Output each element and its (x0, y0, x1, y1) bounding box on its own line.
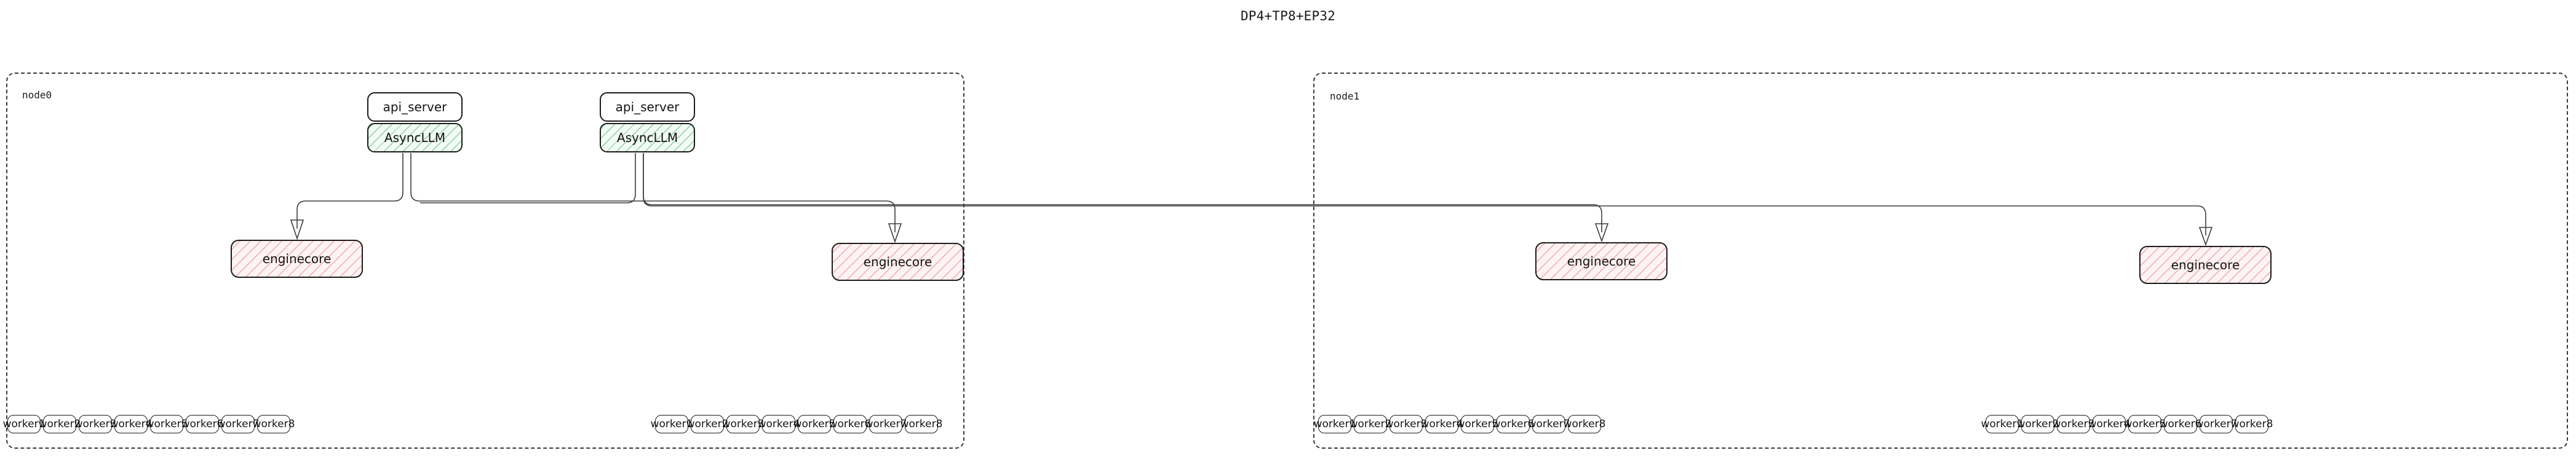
worker-label: worker2 (2016, 418, 2059, 430)
node-panel-node1 (1313, 73, 2568, 449)
worker-box[interactable]: worker1 (3, 415, 45, 433)
worker-label: worker1 (650, 418, 693, 430)
worker-label: worker8 (2230, 418, 2273, 430)
worker-box[interactable]: worker2 (39, 415, 81, 433)
worker-label: worker1 (2, 418, 46, 430)
worker-label: worker4 (109, 418, 153, 430)
worker-label: worker5 (1456, 418, 1499, 430)
api-server-box[interactable]: api_server (600, 92, 695, 122)
worker-box[interactable]: worker6 (1492, 415, 1534, 433)
worker-box[interactable]: worker3 (74, 415, 116, 433)
worker-label: worker8 (900, 418, 943, 430)
worker-label: worker2 (38, 418, 81, 430)
worker-label: worker3 (74, 418, 117, 430)
worker-box[interactable]: worker2 (2017, 415, 2059, 433)
worker-box[interactable]: worker4 (2088, 415, 2130, 433)
worker-label: worker1 (1981, 418, 2024, 430)
api-server-label: api_server (383, 100, 447, 114)
enginecore-label: enginecore (1567, 254, 1636, 269)
worker-label: worker8 (252, 418, 295, 430)
enginecore-box[interactable]: enginecore (2139, 246, 2272, 284)
worker-box[interactable]: worker5 (2124, 415, 2166, 433)
enginecore-label: enginecore (2171, 258, 2240, 272)
worker-box[interactable]: worker7 (217, 415, 259, 433)
worker-box[interactable]: worker7 (1528, 415, 1570, 433)
worker-box[interactable]: worker8 (900, 415, 942, 433)
worker-label: worker1 (1313, 418, 1356, 430)
worker-box[interactable]: worker3 (1385, 415, 1427, 433)
worker-box[interactable]: worker5 (1457, 415, 1498, 433)
worker-label: worker6 (2159, 418, 2202, 430)
api-server-box[interactable]: api_server (367, 92, 463, 122)
worker-box[interactable]: worker2 (686, 415, 728, 433)
node-label-node1: node1 (1330, 90, 1360, 102)
worker-label: worker8 (1563, 418, 1606, 430)
worker-label: worker4 (2088, 418, 2131, 430)
worker-label: worker3 (722, 418, 765, 430)
worker-box[interactable]: worker5 (146, 415, 188, 433)
worker-box[interactable]: worker1 (1314, 415, 1356, 433)
worker-box[interactable]: worker6 (181, 415, 223, 433)
worker-box[interactable]: worker7 (2195, 415, 2237, 433)
node-label-node0: node0 (22, 89, 52, 101)
enginecore-box[interactable]: enginecore (832, 243, 964, 281)
async-llm-box[interactable]: AsyncLLM (600, 123, 695, 152)
worker-label: worker5 (2123, 418, 2166, 430)
worker-box[interactable]: worker8 (2231, 415, 2273, 433)
api-server-label: api_server (615, 100, 680, 114)
worker-label: worker2 (686, 418, 729, 430)
worker-box[interactable]: worker4 (758, 415, 800, 433)
worker-label: worker5 (793, 418, 836, 430)
async-llm-box[interactable]: AsyncLLM (367, 123, 463, 152)
worker-box[interactable]: worker1 (651, 415, 693, 433)
worker-label: worker4 (1420, 418, 1463, 430)
enginecore-box[interactable]: enginecore (1535, 242, 1668, 280)
enginecore-box[interactable]: enginecore (231, 240, 363, 278)
async-llm-label: AsyncLLM (384, 130, 446, 145)
worker-box[interactable]: worker5 (793, 415, 835, 433)
worker-label: worker4 (757, 418, 800, 430)
worker-box[interactable]: worker2 (1350, 415, 1391, 433)
enginecore-label: enginecore (262, 251, 332, 266)
worker-box[interactable]: worker3 (2053, 415, 2094, 433)
worker-label: worker7 (2195, 418, 2238, 430)
worker-box[interactable]: worker8 (1564, 415, 1605, 433)
worker-label: worker7 (217, 418, 260, 430)
enginecore-label: enginecore (863, 254, 932, 269)
worker-label: worker3 (2052, 418, 2095, 430)
worker-label: worker3 (1385, 418, 1428, 430)
worker-label: worker7 (864, 418, 907, 430)
worker-box[interactable]: worker4 (110, 415, 152, 433)
worker-box[interactable]: worker7 (865, 415, 907, 433)
async-llm-label: AsyncLLM (616, 130, 678, 145)
worker-label: worker6 (181, 418, 224, 430)
page-title: DP4+TP8+EP32 (1240, 9, 1336, 23)
worker-box[interactable]: worker8 (253, 415, 295, 433)
worker-label: worker5 (145, 418, 188, 430)
node-panel-node0 (6, 73, 964, 449)
worker-box[interactable]: worker4 (1421, 415, 1463, 433)
worker-label: worker6 (829, 418, 872, 430)
worker-box[interactable]: worker6 (829, 415, 871, 433)
worker-box[interactable]: worker1 (1981, 415, 2023, 433)
worker-label: worker7 (1527, 418, 1570, 430)
worker-box[interactable]: worker3 (722, 415, 764, 433)
worker-label: worker2 (1349, 418, 1392, 430)
worker-label: worker6 (1492, 418, 1535, 430)
worker-box[interactable]: worker6 (2160, 415, 2201, 433)
